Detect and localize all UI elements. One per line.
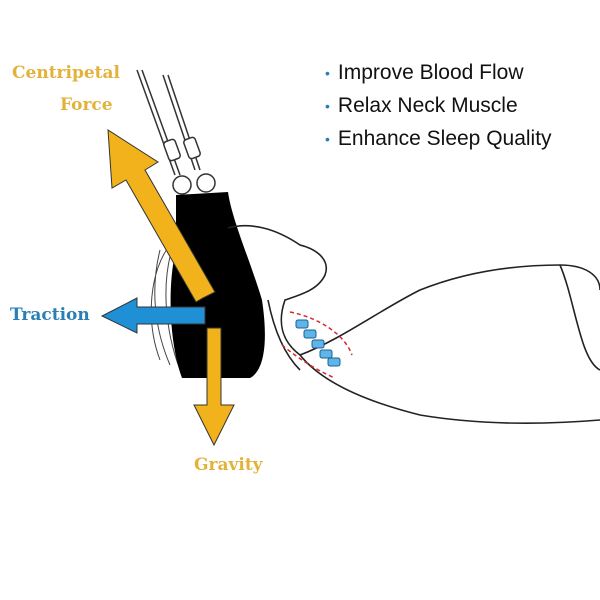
person-outline bbox=[227, 224, 600, 425]
benefits-list: • Improve Blood Flow • Relax Neck Muscle •… bbox=[325, 56, 552, 155]
benefit-item: • Relax Neck Muscle bbox=[325, 89, 552, 122]
benefit-text: Relax Neck Muscle bbox=[337, 93, 518, 117]
traction-label: Traction bbox=[10, 305, 90, 325]
gravity-arrow bbox=[193, 327, 235, 447]
bullet-icon: • bbox=[325, 64, 330, 81]
gravity-label: Gravity bbox=[194, 455, 263, 475]
traction-arrow bbox=[100, 297, 206, 334]
hanging-straps bbox=[136, 69, 216, 195]
centripetal-force-arrow bbox=[107, 129, 216, 303]
centripetal-label-line1: Centripetal bbox=[12, 63, 121, 83]
benefit-item: • Improve Blood Flow bbox=[325, 56, 552, 89]
bullet-icon: • bbox=[325, 97, 330, 114]
cervical-spine bbox=[295, 319, 341, 367]
bullet-icon: • bbox=[325, 130, 330, 147]
traction-indicator bbox=[281, 311, 353, 379]
benefit-item: • Enhance Sleep Quality bbox=[325, 122, 552, 155]
benefit-text: Enhance Sleep Quality bbox=[337, 126, 552, 150]
benefit-text: Improve Blood Flow bbox=[337, 60, 524, 84]
neck-hammock bbox=[170, 192, 265, 378]
centripetal-label-line2: Force bbox=[60, 95, 113, 115]
